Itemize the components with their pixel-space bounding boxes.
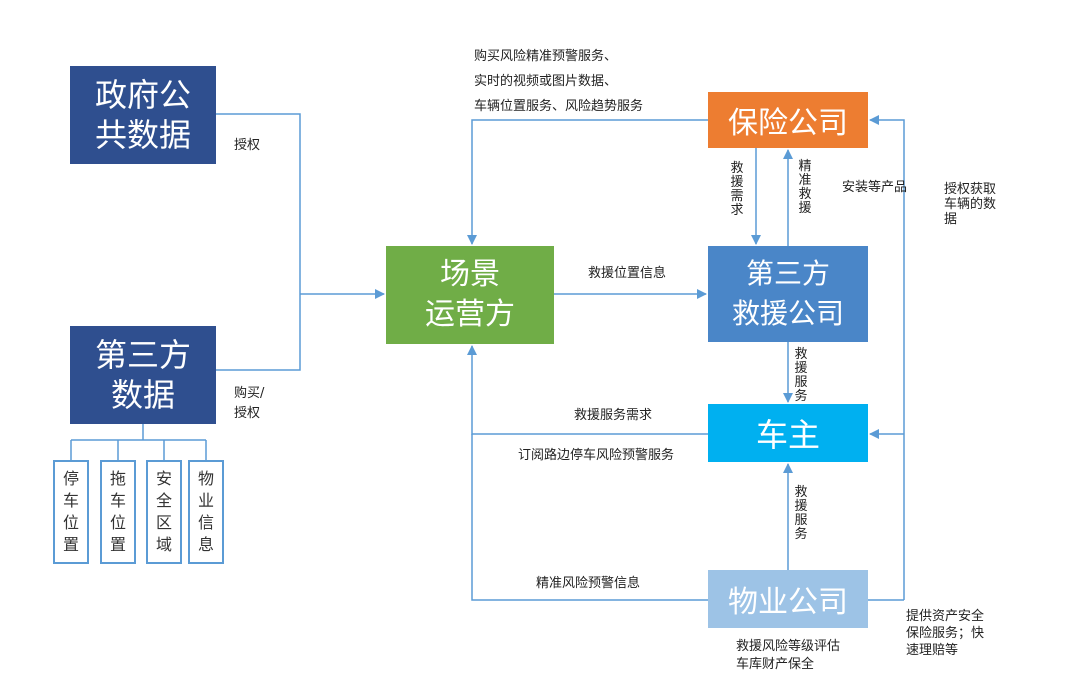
vlabel-rescue-service-2: 救援服务 [794,485,808,542]
sub-item-tow-position: 拖车位置 [100,460,136,564]
sub-item-parking-position: 停车位置 [53,460,89,564]
rescue-line-1: 第三方 [745,257,830,290]
edge-right-to-insurance [869,115,905,600]
third-party-data-box: 第三方 数据 [70,326,216,424]
label-install-products: 安装等产品 [842,180,908,195]
third-party-rescue-box: 第三方 救援公司 [708,246,868,342]
label-subscribe-warning: 订阅路边停车风险预警服务 [518,448,675,463]
edge-third-to-scene [216,294,301,371]
label-top-services: 购买风险精准预警服务、 实时的视频或图片数据、 车辆位置服务、风险趋势服务 [474,49,644,114]
gov-line-1: 政府公 [94,76,191,114]
scene-line-2: 运营方 [425,297,515,332]
vlabel-rescue-service-1: 救援服务 [794,347,808,404]
property-company-box: 物业公司 [708,570,868,628]
label-rescue-position: 救援位置信息 [588,266,667,281]
owner-label: 车主 [755,416,820,454]
edge-insurance-to-scene [467,119,708,245]
label-rescue-need: 救援服务需求 [574,408,653,423]
vlabel-rescue-need: 救援需求 [730,161,744,218]
insurance-company-box: 保险公司 [708,92,868,148]
third-line-2: 数据 [110,376,175,414]
label-auth-get-data: 授权获取车辆的数据 [944,182,997,227]
government-public-data-box: 政府公 共数据 [70,66,216,164]
edge-gov-to-scene [216,113,301,294]
vlabel-precise-rescue: 精准救援 [798,159,812,216]
insurance-label: 保险公司 [728,106,848,141]
sub-item-property-info: 物业信息 [188,460,224,564]
label-buy-authorize: 购买/ 授权 [234,386,265,421]
car-owner-box: 车主 [708,404,868,462]
gov-line-2: 共数据 [94,116,191,154]
sub-item-safe-zone: 安全区域 [146,460,182,564]
label-precise-warning-info: 精准风险预警信息 [536,576,641,591]
third-line-1: 第三方 [94,336,191,374]
label-assessment: 救援风险等级评估 车库财产保全 [736,639,841,672]
scene-operator-box: 场景 运营方 [386,246,554,344]
edge-property-to-scene [471,434,708,601]
property-label: 物业公司 [728,585,848,620]
label-provide-insurance: 提供资产安全保险服务；快速理赔等 [906,609,985,658]
scene-line-1: 场景 [440,257,500,292]
label-authorize: 授权 [234,138,261,153]
rescue-line-2: 救援公司 [731,297,844,330]
